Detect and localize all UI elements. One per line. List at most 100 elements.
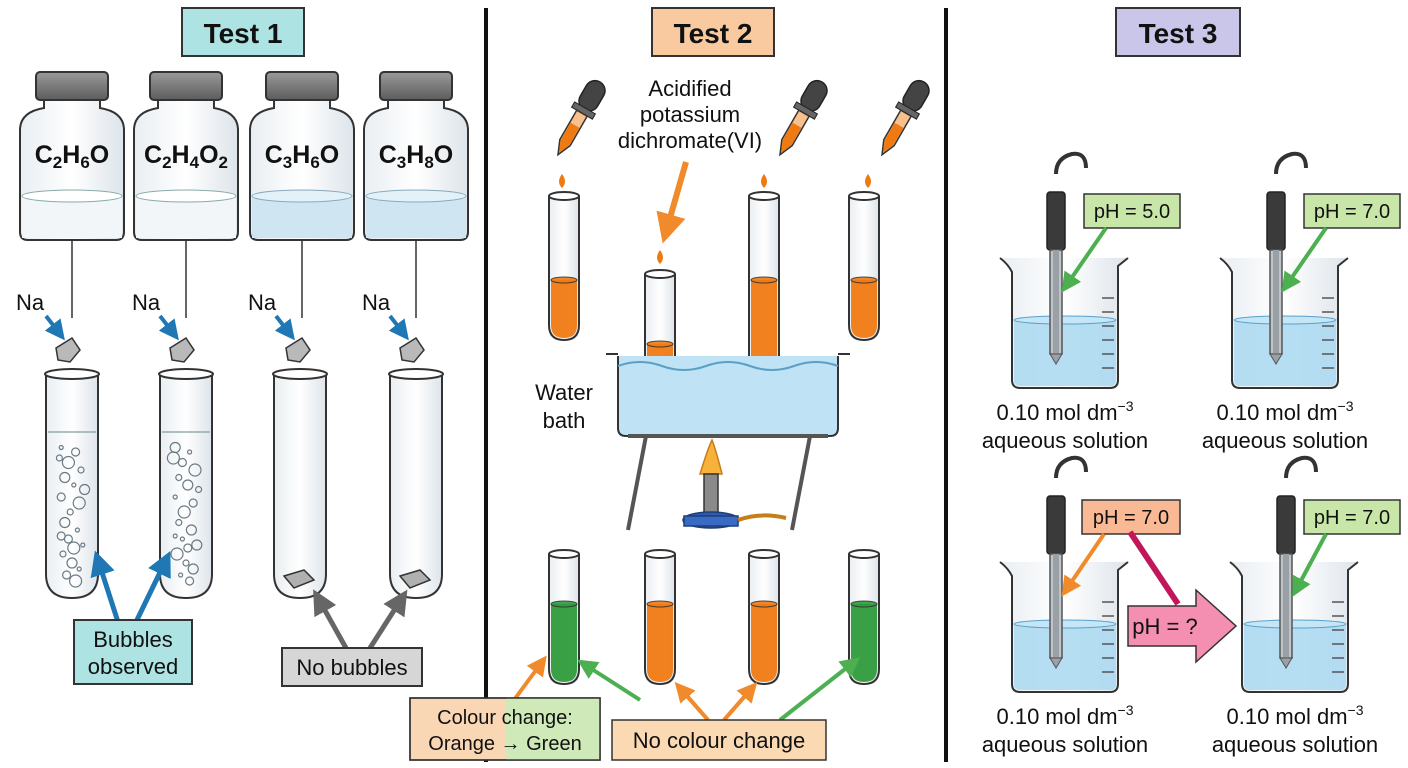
- bubble: [175, 473, 183, 482]
- bubble: [59, 471, 71, 484]
- bubble: [188, 498, 198, 508]
- no-bubbles-label: No bubbles: [296, 655, 407, 680]
- bubbles-observed-box: [73, 619, 193, 685]
- sodium-pieces: [55, 336, 425, 363]
- bubble: [55, 454, 64, 462]
- bubble: [66, 557, 78, 569]
- result-tube-1: [548, 549, 580, 686]
- bubble: [188, 463, 202, 477]
- solution-conc-4: 0.10 mol dm−3: [1226, 702, 1363, 729]
- test1-title: Test 1: [204, 18, 283, 49]
- test2-panel: Test 2 Acidified potassium dichromate(VI…: [409, 7, 930, 761]
- na-label-3: Na: [248, 290, 277, 315]
- bubble: [68, 574, 83, 588]
- bottle-4: C3H8O: [363, 71, 469, 241]
- bubble: [80, 542, 86, 548]
- bubble: [172, 533, 178, 539]
- bottle-1-label: C2H6O: [35, 141, 110, 172]
- droplet: [657, 250, 663, 264]
- na-arrows: [44, 314, 409, 341]
- test2-title-box: [651, 7, 775, 57]
- no-bubbles-box: [281, 647, 423, 687]
- dropper: [557, 79, 606, 157]
- droplet: [559, 174, 565, 188]
- bubble: [182, 479, 194, 491]
- na-label-1: Na: [16, 290, 45, 315]
- tube-2: [158, 368, 214, 600]
- unknown-ph-label: pH = ?: [1132, 614, 1197, 639]
- unknown-ph-arrow: pH = ?: [1127, 530, 1238, 664]
- bubble: [187, 449, 193, 455]
- bubble: [177, 457, 187, 468]
- connector-lines: [71, 240, 417, 318]
- ph-box-4: [1303, 499, 1401, 535]
- ph-reading-4: pH = 7.0: [1314, 507, 1390, 529]
- colour-change-line1: Colour change:: [437, 707, 573, 729]
- water-bath-line1: Water: [535, 380, 593, 405]
- colour-change-line2: Orange → Green: [428, 733, 581, 755]
- droplet: [761, 174, 767, 188]
- tube-3: [272, 368, 328, 600]
- reagent-arrow: [656, 161, 689, 244]
- bubble: [61, 455, 76, 470]
- reagent-line2: potassium: [640, 102, 740, 127]
- ph-box-3: [1081, 499, 1181, 535]
- test2-title: Test 2: [674, 18, 753, 49]
- bubbles-observed-line2: observed: [88, 654, 179, 679]
- result-tube-2: [644, 549, 676, 686]
- bubble: [175, 518, 183, 527]
- solution-type-1: aqueous solution: [982, 428, 1148, 453]
- bubble: [182, 559, 190, 567]
- no-colour-change-label: No colour change: [633, 728, 805, 753]
- tripod-stand: [626, 434, 828, 531]
- top-tube-1: [548, 191, 580, 342]
- bottle-3: C3H6O: [249, 71, 355, 241]
- solution-conc-3: 0.10 mol dm−3: [996, 702, 1133, 729]
- bottle-2-label: C2H4O2: [144, 141, 228, 172]
- bubble: [185, 576, 195, 586]
- result-tube-3: [748, 549, 780, 686]
- bubble: [76, 566, 82, 572]
- na-label-4: Na: [362, 290, 391, 315]
- no-bubbles-arrows: [313, 589, 408, 650]
- bubble: [61, 570, 72, 580]
- bubble: [77, 466, 85, 474]
- bubble: [59, 550, 67, 558]
- ph-box-1: [1083, 193, 1181, 229]
- bottle-1: C2H6O: [19, 71, 125, 241]
- bubble: [70, 447, 81, 457]
- bottle-4-label: C3H8O: [379, 141, 454, 172]
- bubble: [172, 494, 178, 500]
- droppers: [557, 79, 930, 264]
- bubbles-arrows: [90, 550, 171, 624]
- ph-reading-2: pH = 7.0: [1314, 201, 1390, 223]
- bubble: [59, 516, 71, 529]
- tube-4: [388, 368, 444, 600]
- colour-change-arrows: [512, 655, 861, 722]
- bubble: [187, 563, 199, 575]
- bottle-2: C2H4O2: [133, 71, 239, 241]
- bubble: [178, 572, 184, 578]
- bottom-tubes: [548, 549, 880, 686]
- bubbles: [55, 441, 203, 588]
- reagent-line3: dichromate(VI): [618, 128, 762, 153]
- bubble: [67, 541, 81, 555]
- test1-title-box: [181, 7, 305, 57]
- colour-change-box-green: [506, 698, 600, 760]
- no-colour-change-box: [611, 719, 827, 761]
- bubble: [177, 505, 191, 519]
- bubble: [179, 536, 185, 542]
- bubble: [56, 531, 66, 541]
- bubble: [170, 547, 184, 561]
- ph-box-2: [1303, 193, 1401, 229]
- bubble: [166, 451, 180, 465]
- bubble: [185, 524, 197, 536]
- bottle-3-label: C3H6O: [265, 141, 340, 172]
- reagent-line1: Acidified: [648, 76, 731, 101]
